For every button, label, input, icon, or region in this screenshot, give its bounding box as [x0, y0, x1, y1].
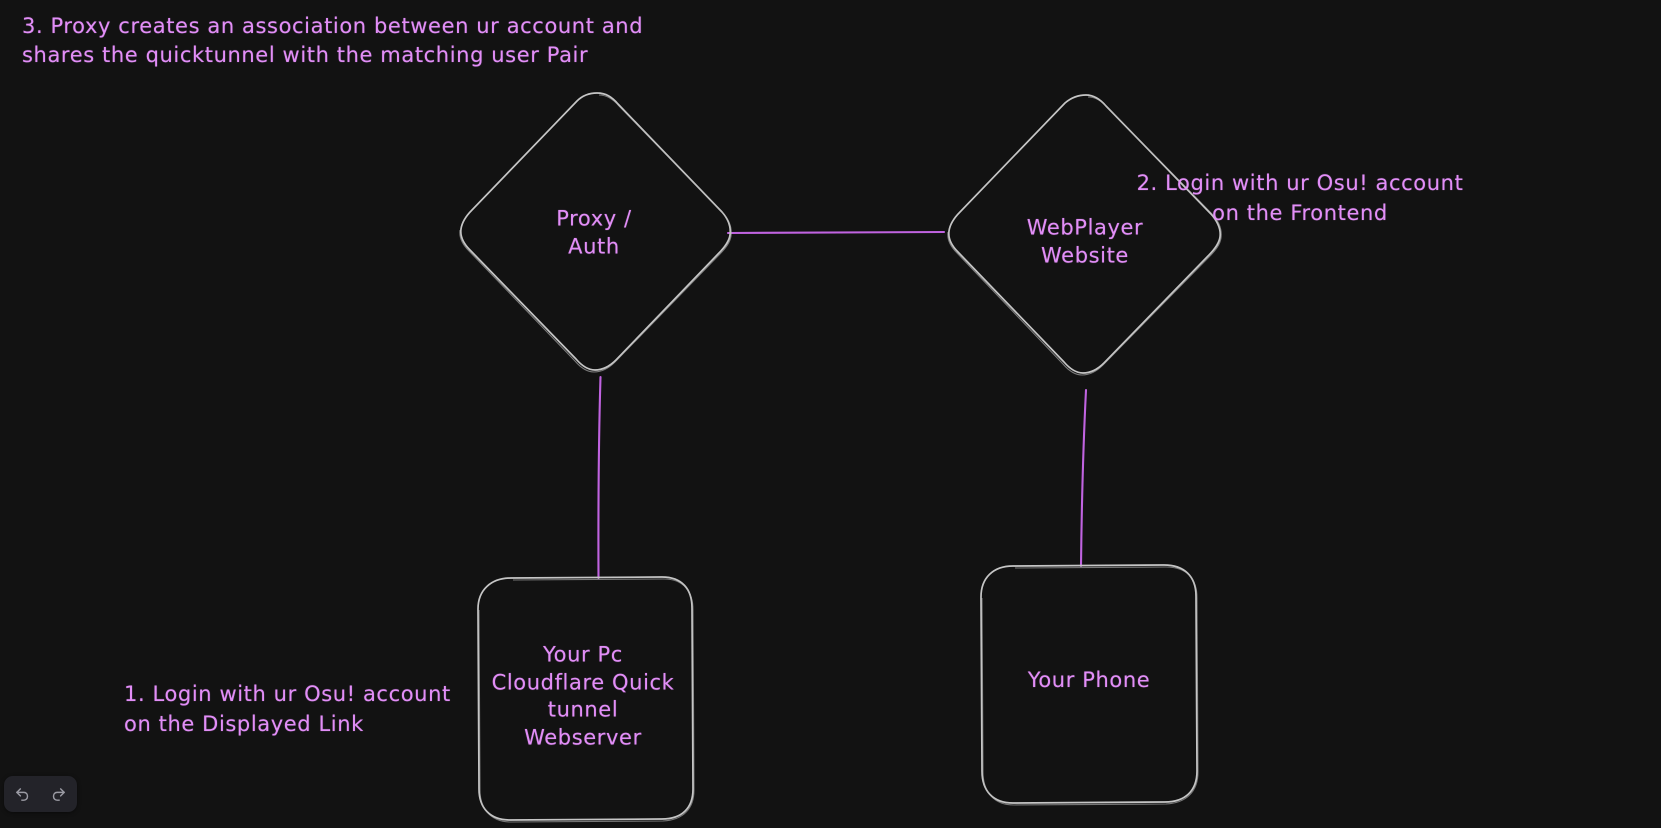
- annotation-step-3[interactable]: 3. Proxy creates an association between …: [22, 14, 644, 67]
- node-label-webplayer-website[interactable]: WebPlayer Website: [1026, 215, 1144, 267]
- annotation-step-1[interactable]: 1. Login with ur Osu! account on the Dis…: [124, 682, 451, 736]
- node-label-your-pc[interactable]: Your Pc Cloudflare Quick tunnel Webserve…: [491, 642, 675, 750]
- connector-proxy-to-your-pc[interactable]: [597, 375, 602, 580]
- node-label-your-phone[interactable]: Your Phone: [1027, 668, 1151, 693]
- undo-icon: [14, 786, 31, 803]
- undo-redo-toolbar: [4, 776, 77, 812]
- redo-icon: [50, 786, 67, 803]
- redo-button[interactable]: [44, 779, 74, 809]
- node-label-proxy-auth[interactable]: Proxy / Auth: [556, 206, 632, 258]
- annotation-step-2[interactable]: 2. Login with ur Osu! account on the Fro…: [1136, 171, 1464, 226]
- undo-button[interactable]: [7, 779, 37, 809]
- connector-webplayer-to-your-phone[interactable]: [1079, 388, 1088, 568]
- connector-proxy-to-webplayer[interactable]: [726, 230, 946, 235]
